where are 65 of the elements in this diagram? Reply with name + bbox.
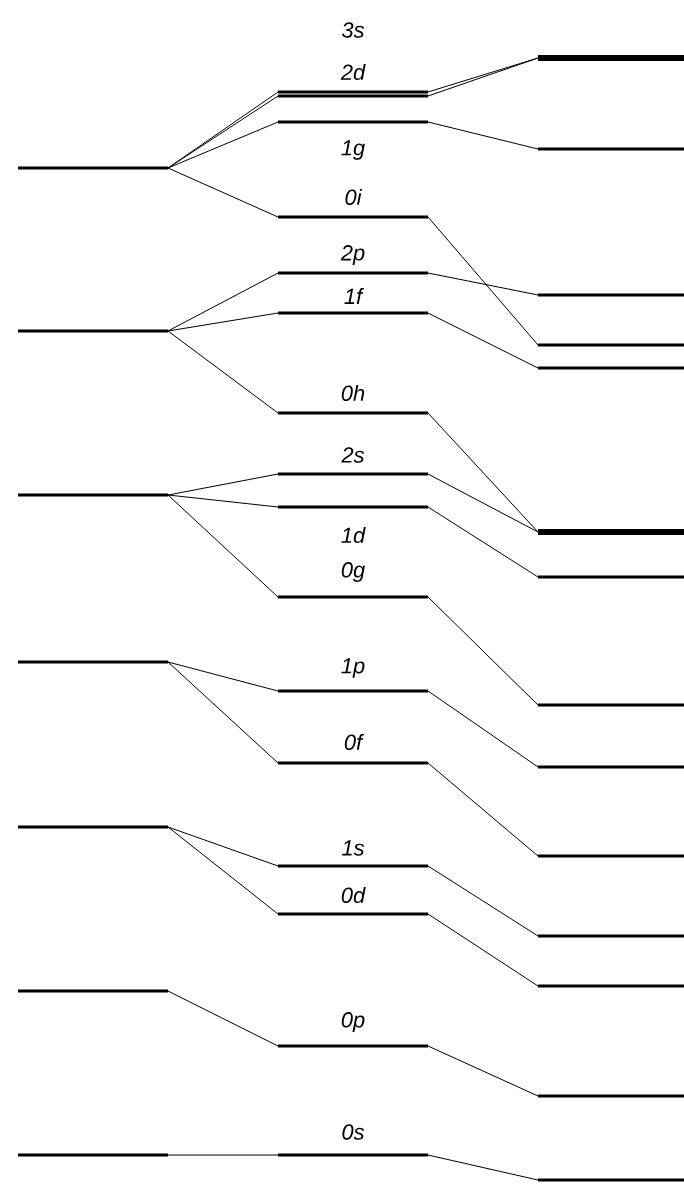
connector-line xyxy=(167,990,279,1047)
connector-line xyxy=(427,690,539,768)
connector-line xyxy=(427,121,539,150)
connector-line xyxy=(167,494,279,508)
energy-level xyxy=(538,703,684,707)
energy-level xyxy=(538,55,684,61)
connector-line xyxy=(167,473,279,496)
connector-line xyxy=(427,473,539,533)
connector-line xyxy=(167,312,279,332)
connector-line xyxy=(427,272,539,296)
connector-line xyxy=(427,865,539,937)
energy-level xyxy=(538,984,684,988)
energy-level xyxy=(18,166,168,170)
energy-level xyxy=(18,493,168,497)
connector-line xyxy=(167,167,279,218)
level-label: 1f xyxy=(344,288,365,304)
energy-level xyxy=(538,529,684,535)
level-label: 2p xyxy=(340,245,365,265)
connector-line xyxy=(167,330,279,414)
connector-line xyxy=(167,272,279,332)
level-label: 1p xyxy=(341,658,365,678)
energy-level xyxy=(538,343,684,347)
connector-line xyxy=(427,762,539,857)
energy-level xyxy=(538,147,684,151)
energy-level xyxy=(18,329,168,333)
connector-line xyxy=(167,121,279,169)
energy-level xyxy=(538,854,684,858)
connector-line xyxy=(427,1154,539,1181)
connector-line xyxy=(167,1154,279,1156)
energy-level xyxy=(538,1178,684,1182)
energy-level xyxy=(18,825,168,829)
energy-level xyxy=(538,366,684,370)
connector-line xyxy=(427,913,539,987)
energy-level xyxy=(18,989,168,993)
level-label: 1d xyxy=(341,526,366,544)
level-label: 0f xyxy=(344,733,365,751)
level-label: 2d xyxy=(340,63,366,81)
level-label: 0d xyxy=(341,886,366,904)
connector-line xyxy=(427,216,539,346)
connector-line xyxy=(167,494,279,598)
level-label: 1s xyxy=(342,840,365,856)
connector-line xyxy=(427,412,539,533)
connector-line xyxy=(427,596,539,706)
level-label: 0g xyxy=(341,562,365,582)
level-label: 0p xyxy=(341,1012,365,1032)
level-label: 2s xyxy=(341,447,365,463)
energy-level xyxy=(18,1153,168,1157)
level-label: 1g xyxy=(341,140,365,160)
level-label: 0h xyxy=(341,384,365,402)
level-label: 3s xyxy=(341,22,365,38)
connector-line xyxy=(167,826,279,867)
energy-level xyxy=(538,1094,684,1098)
connector-line xyxy=(167,661,279,764)
energy-level xyxy=(538,575,684,579)
connector-line xyxy=(427,312,539,369)
energy-level xyxy=(538,293,684,297)
connector-line xyxy=(427,506,539,578)
level-label: 0i xyxy=(345,188,362,206)
connector-line xyxy=(427,1045,539,1097)
level-label: 0s xyxy=(342,1124,365,1140)
connector-line xyxy=(167,826,279,915)
connector-line xyxy=(167,661,279,692)
energy-level xyxy=(538,765,684,769)
energy-level xyxy=(18,660,168,664)
energy-level xyxy=(538,934,684,938)
